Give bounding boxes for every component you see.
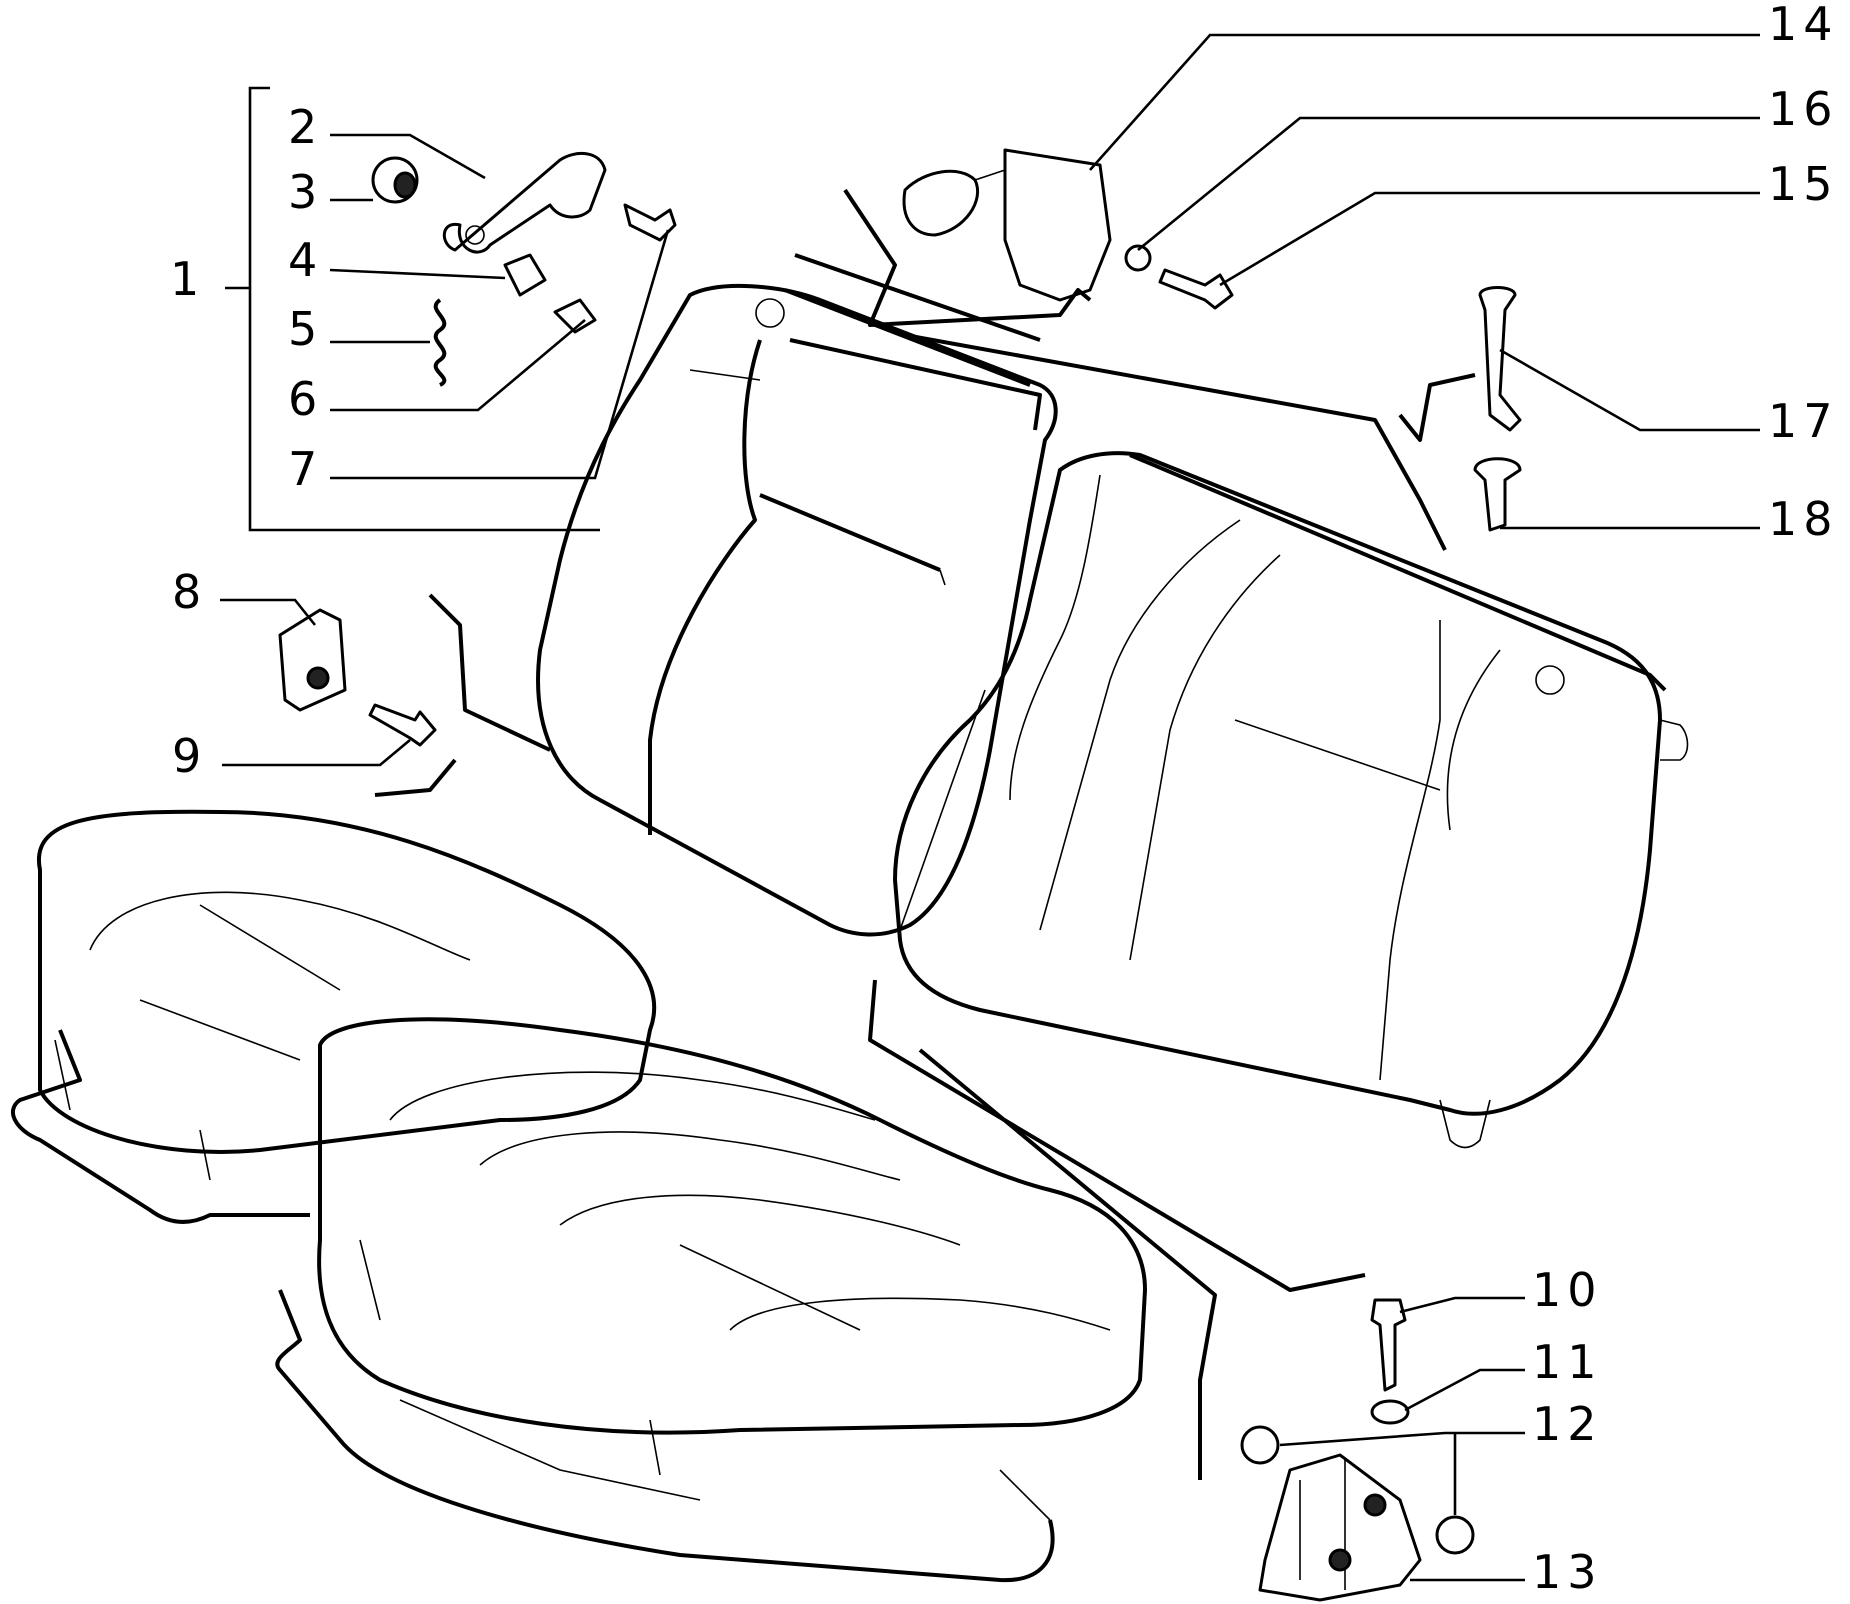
callout-labels: 1 2 3 4 5 6 7 8 9 10 11 12 13 14 15 16 1…	[170, 0, 1839, 1599]
callout-1: 1	[170, 252, 205, 306]
left-backrest	[536, 283, 1058, 937]
hinge-washer-part	[1370, 1399, 1410, 1425]
bracket-part	[442, 151, 607, 254]
callout-8: 8	[172, 565, 207, 619]
assembly-guide-lines	[374, 188, 1476, 1480]
callout-13: 13	[1532, 1545, 1603, 1599]
right-backrest	[893, 451, 1689, 1149]
spring-part	[433, 298, 447, 387]
hinge-part	[1258, 1453, 1422, 1602]
latch-bolt-part	[1158, 268, 1234, 310]
leader-lines	[220, 33, 1760, 1582]
callout-11: 11	[1532, 1335, 1603, 1389]
callout-18: 18	[1768, 492, 1839, 546]
latch-part	[1003, 148, 1112, 302]
washer-part	[1124, 244, 1152, 272]
screw-part	[623, 203, 677, 242]
callout-12: 12	[1532, 1397, 1603, 1451]
callout-3: 3	[288, 165, 323, 219]
pin-part	[553, 298, 597, 334]
callout-15: 15	[1768, 157, 1839, 211]
callout-14: 14	[1768, 0, 1839, 51]
stop-part	[1473, 457, 1522, 532]
callout-6: 6	[288, 372, 323, 426]
callout-9: 9	[172, 729, 207, 783]
callout-4: 4	[288, 233, 323, 287]
callout-5: 5	[288, 302, 323, 356]
seat-bracket-part	[278, 608, 347, 712]
callout-16: 16	[1768, 82, 1839, 136]
rod-part	[1478, 286, 1522, 432]
callout-10: 10	[1532, 1263, 1603, 1317]
callout-7: 7	[288, 442, 323, 496]
seat-cushion-assembly	[10, 809, 1147, 1583]
hinge-bushing-part	[1240, 1425, 1280, 1465]
callout-2: 2	[288, 100, 323, 154]
bolt-part	[368, 703, 437, 747]
callout-17: 17	[1768, 394, 1839, 448]
detail-parts	[278, 148, 1522, 1602]
clip-part	[503, 253, 547, 297]
hinge-bolt-part	[1370, 1298, 1407, 1392]
